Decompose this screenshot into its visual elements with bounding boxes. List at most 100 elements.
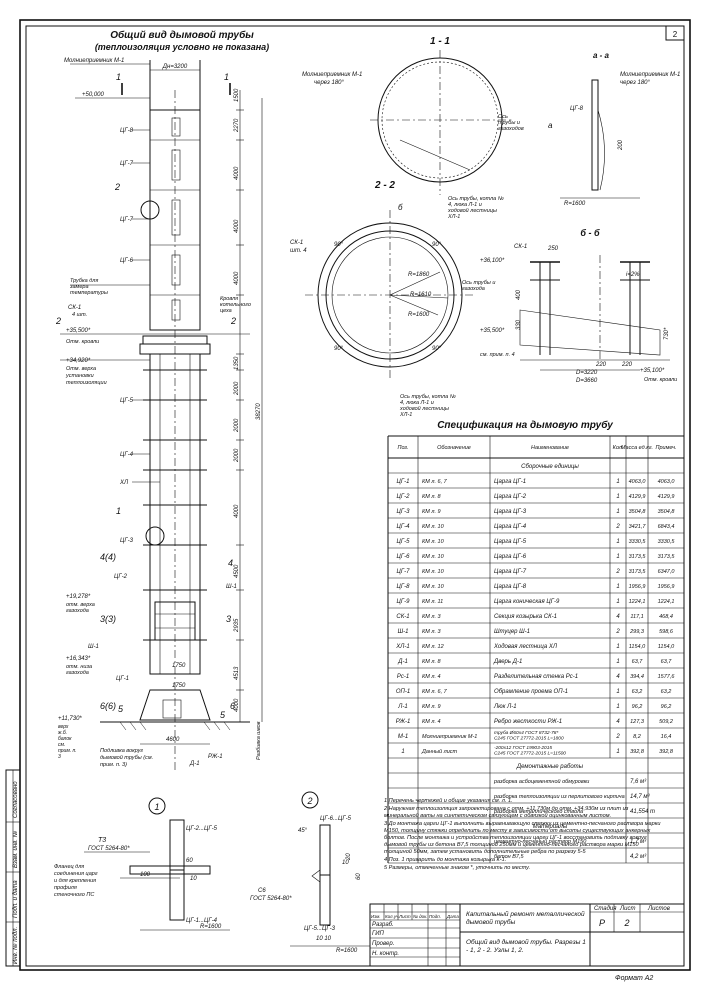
s66-elev2: +35,500* bbox=[480, 328, 505, 334]
spec-row-note: 16,4 bbox=[661, 734, 672, 740]
spec-row-note: 63,2 bbox=[661, 689, 672, 695]
label-ts3: ЦГ-3 bbox=[120, 538, 134, 544]
s11-tg8: ЦГ-8 bbox=[570, 106, 584, 112]
label-ts5: ЦГ-5 bbox=[120, 398, 134, 404]
spec-row-mass: 63,7 bbox=[632, 659, 644, 665]
node2-d10: 10 bbox=[342, 860, 349, 866]
s66-d220a: 220 bbox=[595, 362, 607, 368]
spec-section-assembly: Сборочные единицы bbox=[521, 464, 579, 470]
spec-row-designation: КМ л. 10 bbox=[422, 554, 445, 560]
spec-row-designation: КМ л. 10 bbox=[422, 539, 445, 545]
spec-header-cell: Обозначение bbox=[437, 445, 471, 451]
node1-d100: 100 bbox=[140, 872, 151, 878]
section-mark-5a: 5 bbox=[118, 704, 124, 714]
spec-row-designation: КМ л. 6, 7 bbox=[422, 479, 448, 485]
s11-d200: 200 bbox=[618, 139, 624, 151]
spec-row-name: Царга ЦГ-1 bbox=[494, 479, 526, 485]
spec-row-mass: 63,2 bbox=[632, 689, 643, 695]
elev-top: +50,000 bbox=[82, 92, 105, 98]
dim-4000c: 4000 bbox=[234, 271, 240, 285]
label-xl: ХЛ bbox=[119, 480, 129, 486]
node1-number: 1 bbox=[154, 802, 159, 812]
spec-row-qty: 1 bbox=[616, 479, 619, 485]
node2-d20: 20 bbox=[346, 853, 352, 861]
spec-material-value: 1,7 м³ bbox=[630, 839, 647, 845]
spec-row-pos: ЦГ-6 bbox=[397, 554, 411, 560]
tb-head-cell: Дата bbox=[446, 914, 459, 919]
elev-roof-note: Отм. кровли bbox=[66, 339, 99, 345]
spec-row-name: Царга ЦГ-6 bbox=[494, 554, 527, 560]
label-sh1b: Ш-1 bbox=[88, 644, 99, 650]
note-4: 4 Поз. 1 приварить до монтажа козырька К… bbox=[384, 857, 506, 863]
label-ts7b: ЦГ-7 bbox=[120, 217, 134, 223]
section-22-title: 2 - 2 bbox=[374, 180, 395, 191]
spec-row-qty: 2 bbox=[615, 629, 620, 635]
s11-lightning2: Молниеприемник М-1 bbox=[620, 72, 680, 78]
dim-2000c: 2000 bbox=[234, 448, 240, 463]
spec-row-qty: 1 bbox=[616, 509, 619, 515]
tb-role-3: Н. контр. bbox=[372, 951, 399, 957]
spec-material-value: 4,2 м³ bbox=[630, 854, 647, 860]
spec-row-designation: Данный лист bbox=[421, 748, 458, 755]
s11-a: а bbox=[548, 121, 553, 130]
s66-elev1: +36,100* bbox=[480, 258, 505, 264]
s11-r: R=1600 bbox=[564, 201, 586, 207]
dim-2000a: 2000 bbox=[234, 381, 240, 396]
tb-role-0: Разраб. bbox=[372, 922, 394, 928]
s66-d400: 400 bbox=[516, 289, 522, 300]
tb-head-cell: Изм. bbox=[371, 914, 381, 919]
tb-head-cell: № док. bbox=[413, 914, 428, 919]
node2-label1: ЦГ-6...ЦГ-5 bbox=[320, 816, 352, 822]
spec-row-designation: КМ л. 11 bbox=[422, 599, 443, 605]
s11-lightning: Молниеприемник М-1 bbox=[302, 72, 362, 78]
s22-angle3: 90° bbox=[334, 346, 344, 352]
spec-row-designation: КМ л. 10 bbox=[422, 524, 445, 530]
node1-d60: 60 bbox=[186, 858, 193, 864]
spec-row-designation: Молниеприемник М-1 bbox=[422, 734, 477, 740]
spec-row-designation: КМ л. 6, 7 bbox=[422, 689, 448, 695]
spec-row-designation: КМ л. 4 bbox=[422, 674, 441, 680]
s22-r3: R=1600 bbox=[408, 312, 430, 318]
dim-4000a: 4000 bbox=[234, 166, 240, 180]
spec-row-note: 598,6 bbox=[659, 629, 674, 635]
spec-row-note: 63,7 bbox=[661, 659, 673, 665]
spec-row-name: Люк Л-1 bbox=[493, 704, 517, 710]
spec-row-name: Штуцер Ш-1 bbox=[494, 629, 530, 635]
label-ts4: ЦГ-4 bbox=[120, 452, 134, 458]
spec-row-qty: 1 bbox=[616, 599, 619, 605]
spec-row-pos: ЦГ-2 bbox=[397, 494, 411, 500]
spec-row-qty: 1 bbox=[616, 749, 619, 755]
tb-head-cell: Кол.уч. bbox=[385, 914, 400, 919]
spec-row-name: труба Ø60х4 ГОСТ 8732-78*С245 ГОСТ 27772… bbox=[494, 730, 564, 742]
spec-row-pos: ЦГ-1 bbox=[397, 479, 410, 485]
spec-row-name: Обрамление проема ОП-1 bbox=[494, 689, 568, 695]
tb-head-cell: Лист bbox=[398, 914, 411, 919]
spec-row-pos: Д-1 bbox=[397, 659, 408, 665]
spec-row-designation: КМ л. 10 bbox=[422, 569, 445, 575]
s22-angle1: 90° bbox=[334, 242, 344, 248]
spec-row-mass: 8,2 bbox=[633, 734, 641, 740]
spec-row-pos: ЦГ-4 bbox=[397, 524, 411, 530]
spec-row-qty: 2 bbox=[615, 734, 620, 740]
s66-note: см. прим. п. 4 bbox=[480, 352, 515, 358]
notes: 1 Перечень чертежей и общие указания см.… bbox=[383, 797, 661, 871]
s66-d330: 330 bbox=[516, 319, 522, 330]
spec-row-pos: РЖ-1 bbox=[396, 719, 411, 725]
spec-header-cell: Поз. bbox=[397, 445, 408, 451]
section-mark-3b: 3 bbox=[226, 614, 231, 624]
s66-sk1: СК-1 bbox=[514, 244, 527, 250]
label-ts2: ЦГ-2 bbox=[114, 574, 128, 580]
spec-row-pos: 1 bbox=[401, 749, 404, 755]
stamp-approved: Согласовано bbox=[13, 781, 19, 818]
dim-1500: 1500 bbox=[234, 88, 240, 102]
spec-row-note: 6843,4 bbox=[658, 524, 675, 530]
spec-row-mass: 299,3 bbox=[629, 629, 645, 635]
spec-row-designation: КМ л. 10 bbox=[422, 584, 445, 590]
dim-4000b: 4000 bbox=[234, 219, 240, 233]
node2-angle: 45° bbox=[298, 828, 308, 834]
section-mark-5b: 5 bbox=[220, 710, 226, 720]
spec-row-pos: СК-1 bbox=[396, 614, 409, 620]
